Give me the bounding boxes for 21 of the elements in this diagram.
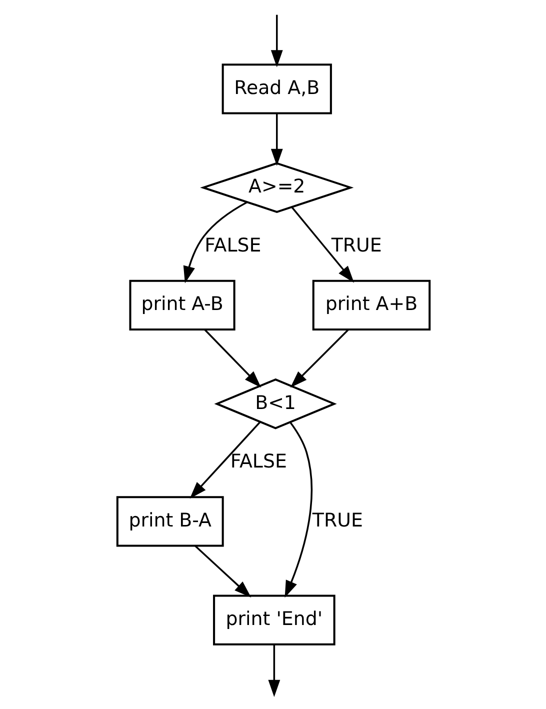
arrow (194, 545, 251, 598)
arrow (270, 14, 282, 68)
node-box: print B-A (116, 496, 224, 547)
arrow (290, 206, 354, 283)
node-box: print A+B (312, 280, 430, 331)
arrow (284, 422, 312, 598)
node-box: Read A,B (221, 64, 332, 114)
arrow (204, 329, 261, 388)
arrow (189, 422, 260, 499)
node-box: print A-B (128, 280, 235, 331)
arrow (268, 644, 280, 697)
edge-label: TRUE (312, 509, 362, 532)
arrow (182, 201, 247, 284)
edge-label: FALSE (204, 234, 261, 256)
edge-label: FALSE (230, 450, 286, 473)
arrow (290, 329, 348, 388)
arrow (270, 114, 282, 166)
node-diamond: B<1 (214, 378, 336, 430)
node-diamond: A>=2 (200, 162, 354, 213)
node-box: print 'End' (212, 594, 335, 646)
edge-label: TRUE (330, 234, 382, 256)
